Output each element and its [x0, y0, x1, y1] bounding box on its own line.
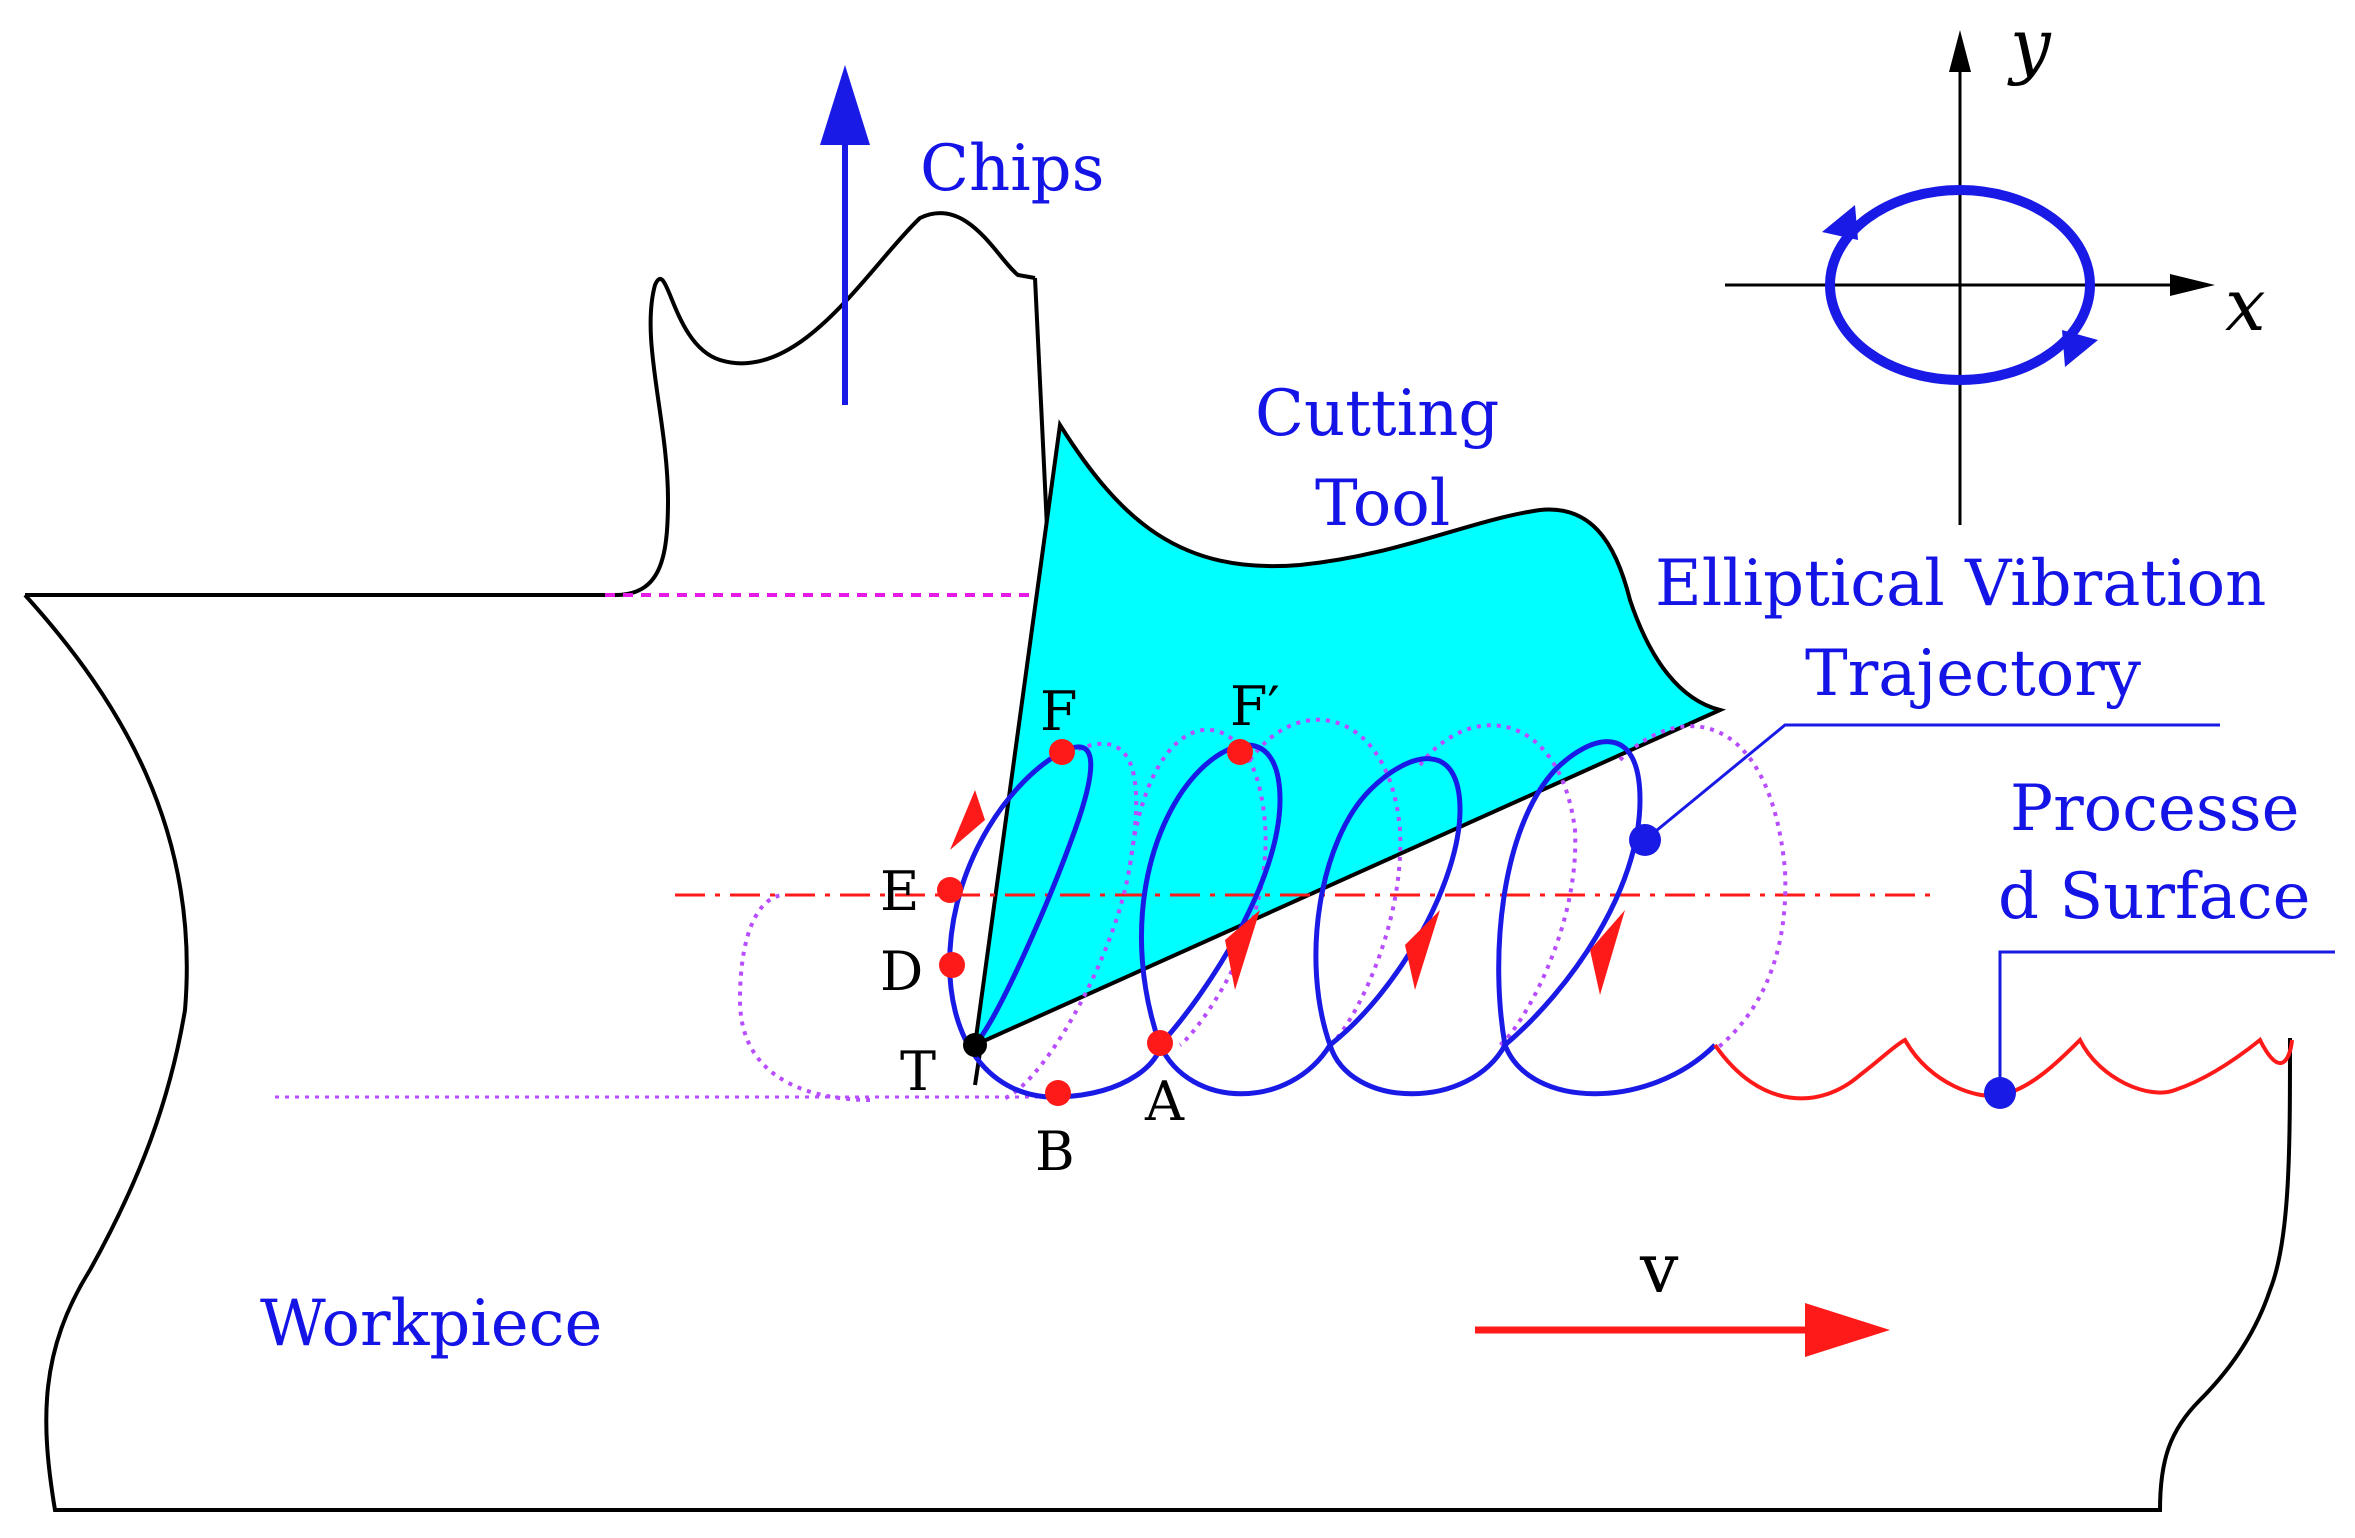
trajectory-arrow-2: [1405, 910, 1440, 990]
surface-label-line2: d Surface: [1998, 860, 2311, 934]
label-F-prime: F′: [1230, 675, 1280, 738]
surface-callout-dot: [1984, 1077, 2016, 1109]
surface-callout-leader: [1998, 950, 2335, 1093]
label-D: D: [880, 940, 923, 1003]
trajectory-label-line2: Trajectory: [1805, 637, 2141, 711]
trajectory-callout-dot: [1629, 824, 1661, 856]
label-B: B: [1035, 1120, 1075, 1183]
point-F: [1049, 739, 1075, 765]
ellipse-arrow-right: [2062, 330, 2098, 367]
workpiece-label: Workpiece: [260, 1287, 602, 1361]
velocity-arrowhead: [1805, 1303, 1890, 1357]
previous-trajectory: [737, 717, 1788, 1102]
label-A: A: [1144, 1070, 1185, 1133]
axis-x-label: x: [2225, 263, 2266, 347]
trajectory-callout-leader: [1644, 723, 2220, 842]
point-T: [963, 1033, 987, 1057]
processed-surface: [1713, 1036, 2294, 1101]
y-axis-arrowhead: [1949, 30, 1971, 72]
cutting-tool: [972, 419, 1727, 1049]
point-B: [1045, 1080, 1071, 1106]
point-E: [937, 877, 963, 903]
surface-label-line1: Processe: [2010, 772, 2299, 846]
x-axis-arrowhead: [2170, 274, 2215, 296]
point-A: [1147, 1030, 1173, 1056]
label-E: E: [880, 860, 919, 923]
chips-label: Chips: [920, 132, 1104, 206]
trajectory-arrow-3: [1590, 910, 1625, 995]
trajectory-arrow-left: [950, 790, 985, 850]
point-D: [939, 952, 965, 978]
label-F: F: [1040, 680, 1077, 743]
axis-y-label: y: [2007, 3, 2052, 87]
ellipse-arrow-left: [1822, 205, 1858, 240]
elliptical-trajectory: [947, 739, 1717, 1100]
vibration-ellipse: [1825, 185, 2095, 385]
chip-arrowhead: [820, 65, 870, 145]
trajectory-arrow-1: [1225, 910, 1260, 990]
velocity-label: v: [1639, 1230, 1679, 1309]
label-T: T: [900, 1040, 936, 1103]
trajectory-label-line1: Elliptical Vibration: [1655, 547, 2266, 621]
cutting-tool-label-line1: Cutting: [1255, 377, 1499, 451]
cutting-tool-label-line2: Tool: [1315, 467, 1450, 541]
point-F-prime: [1227, 739, 1253, 765]
